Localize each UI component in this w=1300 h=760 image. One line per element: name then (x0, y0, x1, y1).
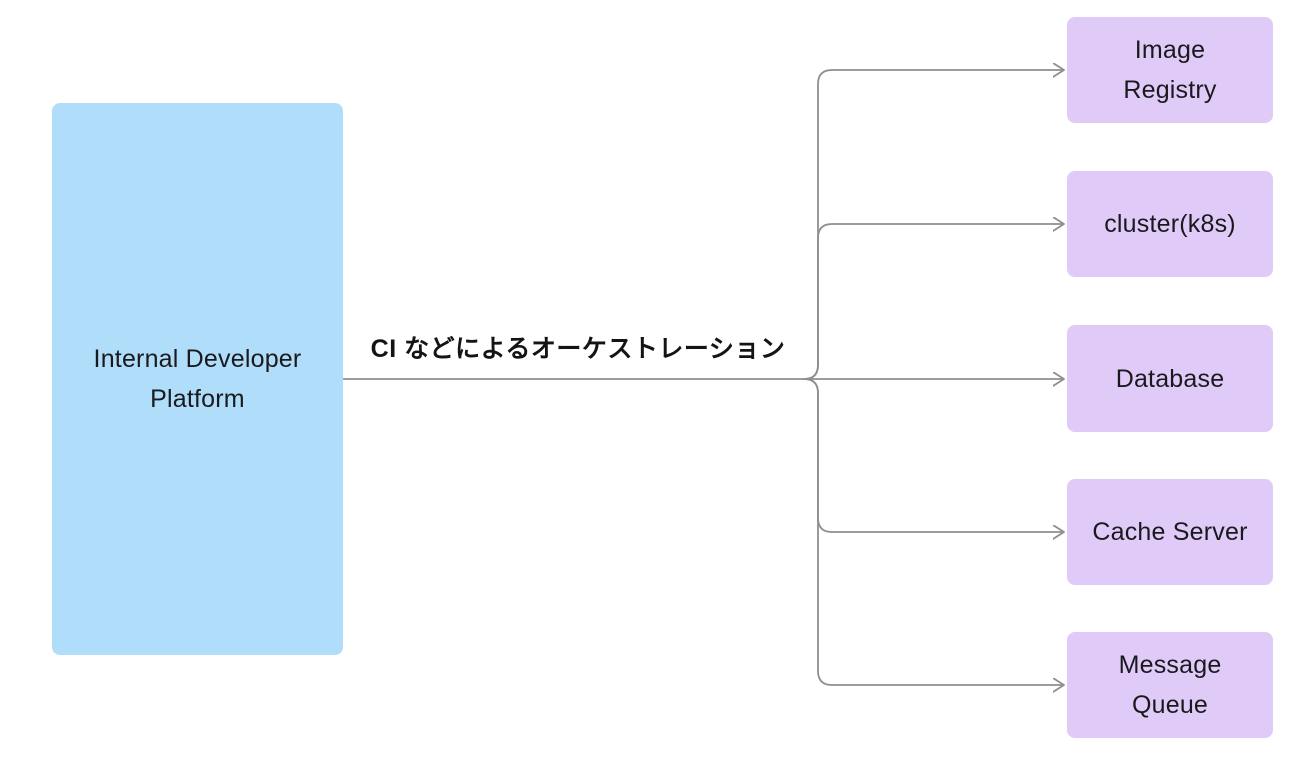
edge-label: CI などによるオーケストレーション (370, 335, 786, 363)
node-label-line: Queue (1131, 691, 1209, 719)
edge-path (803, 378, 1064, 685)
node-label-line: Database (1115, 364, 1225, 393)
node-cache-server: Cache Server (1067, 479, 1273, 585)
node-label-line: Internal Developer (93, 345, 302, 373)
edge-path (803, 224, 1064, 380)
node-label-line: Message (1118, 651, 1222, 679)
node-label-line: Cache Server (1092, 518, 1248, 546)
node-database: Database (1067, 325, 1273, 432)
node-cluster-k8s: cluster(k8s) (1067, 171, 1273, 277)
node-label-line: Image (1134, 36, 1206, 64)
node-label-line: cluster(k8s) (1104, 210, 1236, 238)
edges-group (343, 70, 1064, 685)
node-label-line: Platform (150, 385, 245, 413)
node-label-line: Registry (1123, 76, 1217, 104)
